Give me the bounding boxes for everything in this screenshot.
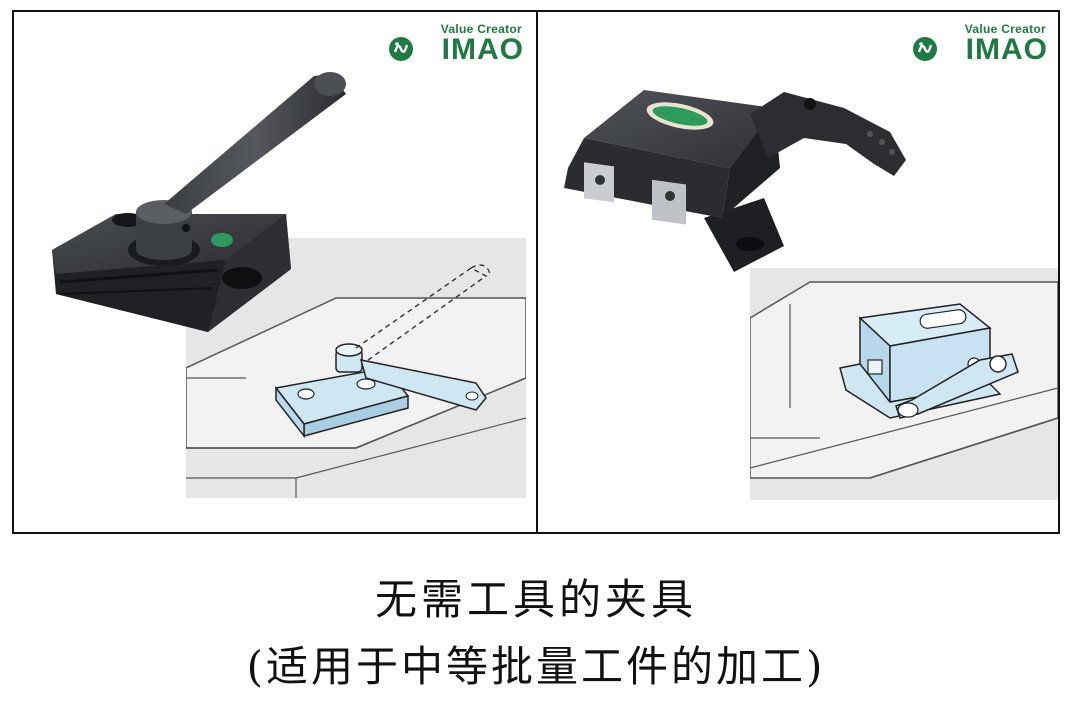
logo-wordmark: IMAO [441, 33, 524, 66]
caption-subtitle: (适用于中等批量工件的加工) [246, 642, 826, 691]
imao-emblem-icon [389, 37, 413, 61]
left-product-panel: Value Creator IMAO [14, 12, 536, 532]
logo-tagline: Value Creator [964, 22, 1046, 36]
right-usage-illustration [750, 268, 1058, 500]
panel-divider [536, 12, 538, 532]
product-image-frame: Value Creator IMAO [12, 10, 1060, 534]
logo-tagline: Value Creator [440, 22, 522, 36]
left-usage-illustration [186, 238, 526, 498]
left-clamp-product [52, 72, 346, 332]
imao-logo: Value Creator IMAO [386, 22, 526, 70]
right-product-panel: Value Creator IMAO [538, 12, 1060, 532]
imao-emblem-icon [913, 37, 937, 61]
imao-logo: Value Creator IMAO [910, 22, 1050, 70]
logo-wordmark: IMAO [965, 33, 1048, 66]
right-clamp-product [564, 90, 906, 272]
caption-title: 无需工具的夹具 [374, 575, 697, 624]
